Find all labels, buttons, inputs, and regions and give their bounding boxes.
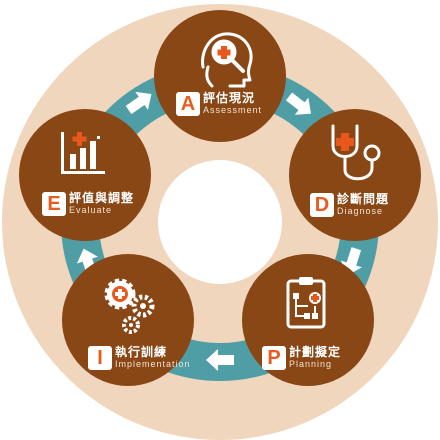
stage-d-letter: D — [310, 193, 334, 217]
stage-i-chinese: 執行訓練 — [115, 345, 168, 359]
stage-e-chinese: 評值與調整 — [69, 191, 135, 205]
stage-e-label: E 評值與調整 Evaluate — [42, 192, 134, 216]
stage-p-label: P 計劃擬定 Planning — [262, 346, 341, 370]
arrow-a-to-d — [285, 92, 312, 115]
stage-d-circle — [289, 109, 421, 241]
stage-p-letter: P — [262, 346, 286, 370]
stage-a-chinese: 評估現況 — [203, 91, 256, 105]
gears-icon — [104, 278, 155, 334]
stage-e-circle — [19, 109, 151, 241]
stage-p-chinese: 計劃擬定 — [289, 345, 342, 359]
stage-p-english: Planning — [289, 359, 333, 369]
arrow-p-to-i — [206, 349, 234, 371]
stage-i-letter: I — [88, 346, 112, 370]
stage-a-circle — [154, 10, 286, 142]
center-circle — [158, 160, 282, 284]
stage-i-label: I 執行訓練 Implementation — [88, 346, 191, 370]
stage-i-english: Implementation — [115, 359, 191, 369]
stage-e-letter: E — [42, 192, 66, 216]
clipboard-flowchart-icon — [286, 277, 326, 329]
stage-d-english: Diagnose — [337, 206, 384, 216]
stage-d-chinese: 診斷問題 — [337, 192, 390, 206]
stage-a-label: A 評估現況 Assessment — [176, 92, 262, 116]
arrow-e-to-a — [125, 91, 152, 115]
bar-chart-icon — [61, 132, 105, 174]
stage-d-label: D 診斷問題 Diagnose — [310, 193, 389, 217]
stage-e-english: Evaluate — [69, 205, 113, 215]
stethoscope-icon — [331, 124, 381, 181]
stage-a-letter: A — [176, 92, 200, 116]
stage-a-english: Assessment — [203, 105, 263, 115]
